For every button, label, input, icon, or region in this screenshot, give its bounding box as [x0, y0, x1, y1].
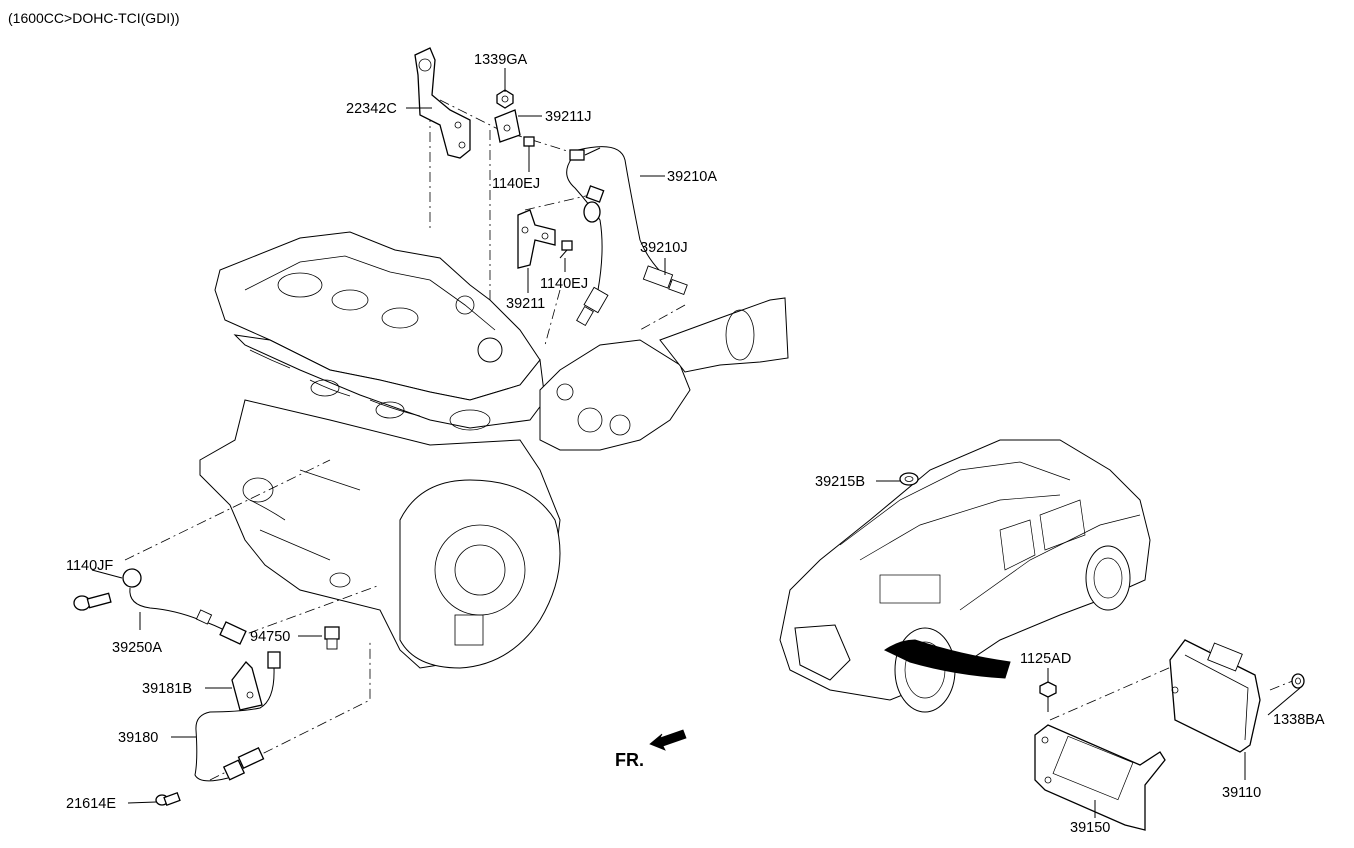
label-39211: 39211: [506, 296, 545, 312]
diagram-caption: (1600CC>DOHC-TCI(GDI)): [8, 10, 180, 26]
label-1338ba: 1338BA: [1273, 712, 1325, 728]
oxygen-sensor-39210j: [642, 265, 688, 296]
grommet-39215b: [899, 472, 919, 486]
label-39180: 39180: [118, 730, 158, 746]
label-1140ej-upper: 1140EJ: [492, 176, 540, 192]
label-21614e: 21614E: [66, 796, 116, 812]
front-arrow-icon: [649, 729, 687, 751]
bolt-1125ad: [1039, 681, 1057, 712]
ecu-39110: [1169, 639, 1261, 753]
car-illustration: [779, 439, 1151, 713]
engine-illustration: [199, 231, 789, 669]
bolt-21614e: [155, 792, 181, 806]
label-1125ad: 1125AD: [1020, 651, 1071, 667]
label-39150: 39150: [1070, 820, 1110, 836]
knock-sensor-39250a: [122, 568, 247, 645]
label-1140ej-lower: 1140EJ: [540, 276, 588, 292]
bolt-1140ej-upper: [523, 136, 535, 160]
label-39110: 39110: [1222, 785, 1261, 801]
bracket-39211j: [494, 109, 521, 143]
bolt-1140jf: [73, 592, 112, 611]
nut-1338ba: [1291, 673, 1305, 689]
front-direction-label: FR.: [615, 750, 644, 770]
label-1339ga: 1339GA: [474, 52, 528, 68]
crank-sensor-39180: [194, 651, 281, 782]
bracket-22342c: [414, 47, 471, 159]
ecu-bracket-39150: [1034, 724, 1166, 831]
bracket-39181b: [231, 661, 263, 711]
label-39211j: 39211J: [545, 109, 592, 125]
bolt-1140ej-lower: [559, 240, 573, 259]
callout-leaders: [91, 68, 1301, 818]
bracket-39211: [517, 209, 556, 269]
label-94750: 94750: [250, 629, 290, 645]
label-1140jf: 1140JF: [66, 558, 113, 574]
label-39210a: 39210A: [667, 169, 717, 185]
oxygen-sensor-39210a: [566, 146, 676, 327]
label-39210j: 39210J: [640, 240, 688, 256]
nut-1339ga: [496, 89, 514, 109]
label-22342c: 22342C: [346, 101, 397, 117]
label-39215b: 39215B: [815, 474, 865, 490]
label-39250a: 39250A: [112, 640, 162, 656]
oil-switch-94750: [324, 626, 340, 650]
label-39181b: 39181B: [142, 681, 192, 697]
front-direction-indicator: FR.: [615, 729, 687, 770]
